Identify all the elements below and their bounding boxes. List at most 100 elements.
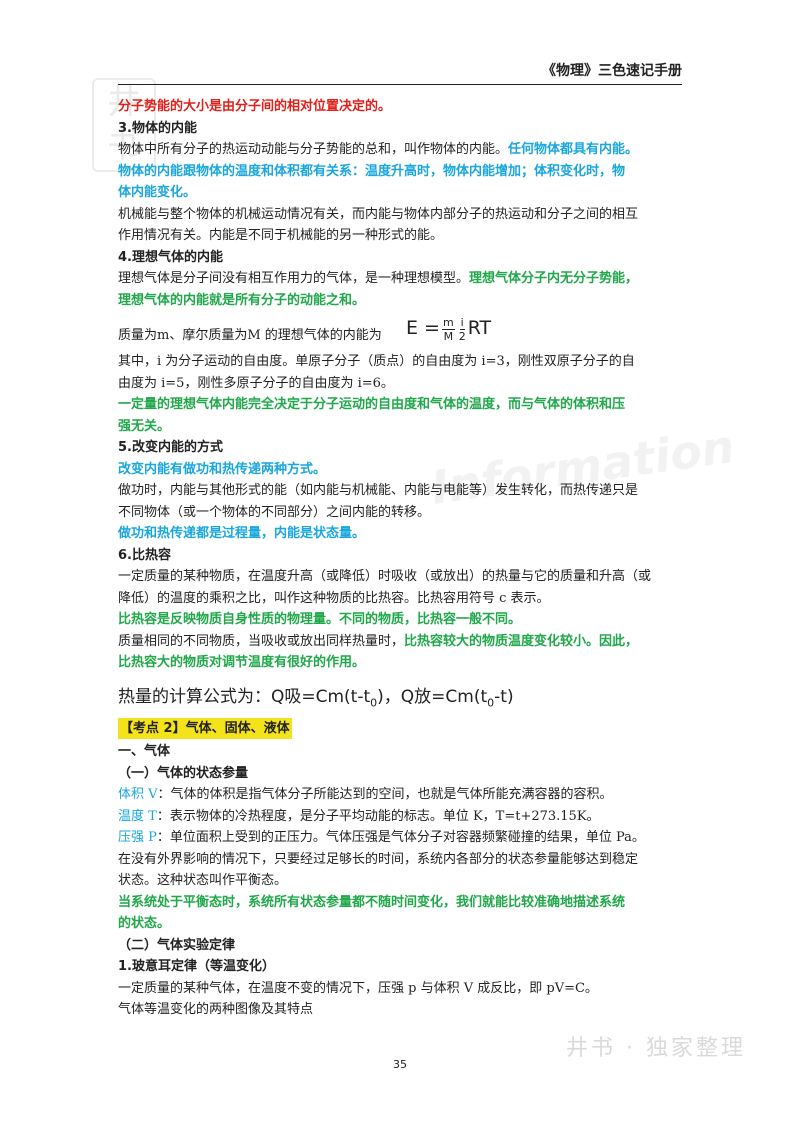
text-line: 一定质量的某种气体，在温度不变的情况下，压强 p 与体积 V 成反比，即 pV=… — [118, 978, 686, 1000]
text-line: 改变内能有做功和热传递两种方式。 — [118, 459, 686, 481]
section-degrees-and-heat: 其中，i 为分子运动的自由度。单原子分子（质点）的自由度为 i=3，刚性双原子分… — [118, 351, 686, 674]
text-line: 比热容是反映物质自身性质的物理量。不同的物质，比热容一般不同。 — [118, 609, 686, 631]
text-line: 5.改变内能的方式 — [118, 437, 686, 459]
line-text: 做功和热传递都是过程量，内能是状态量。 — [118, 526, 366, 541]
text-line: 压强 P：单位面积上受到的正压力。气体压强是气体分子对容器频繁碰撞的结果，单位 … — [118, 827, 686, 849]
text-line: 温度 T：表示物体的冷热程度，是分子平均动能的标志。单位 K，T=t+273.1… — [118, 806, 686, 828]
line-text: 降低）的温度的乘积之比，叫作这种物质的比热容。比热容用符号 c 表示。 — [118, 590, 550, 606]
line-text: 由度为 i=5，刚性多原子分子的自由度为 i=6。 — [118, 375, 394, 391]
fraction-numerator: m — [441, 315, 455, 330]
line-text: 其中，i 为分子运动的自由度。单原子分子（质点）的自由度为 i=3，刚性双原子分… — [118, 354, 635, 369]
text-line: 当系统处于平衡态时，系统所有状态参量都不随时间变化，我们就能比较准确地描述系统 — [118, 892, 686, 914]
line-text: 状态。这种状态叫作平衡态。 — [118, 873, 288, 888]
text-line: 一定量的理想气体内能完全决定于分子运动的自由度和气体的温度，而与气体的体积和压 — [118, 394, 686, 416]
line-text: ：单位面积上受到的正压力。气体压强是气体分子对容器频繁碰撞的结果，单位 Pa。 — [156, 830, 645, 845]
watermark-stamp: 井书 — [92, 78, 156, 172]
fraction-denominator: 2 — [458, 329, 466, 343]
text-line: 4.理想气体的内能 — [118, 247, 686, 269]
line-text: 3.物体的内能 — [118, 120, 197, 136]
line-text: 改变内能有做功和热传递两种方式。 — [118, 461, 327, 477]
line-text: 比热容是反映物质自身性质的物理量。不同的物质，比热容一般不同。 — [118, 612, 522, 627]
header-title: 《物理》三色速记手册 — [542, 63, 682, 79]
internal-energy-formula-row: 质量为m、摩尔质量为M 的理想气体的内能为 E = m M i 2 RT — [118, 311, 686, 351]
internal-energy-formula: E = m M i 2 RT — [406, 311, 491, 347]
line-text: （一）气体的状态参量 — [118, 765, 249, 781]
fraction-numerator: i — [459, 315, 465, 330]
line-text: 比热容大的物质对调节温度有很好的作用。 — [118, 655, 366, 670]
page-header: 《物理》三色速记手册 — [118, 60, 682, 85]
text-line: 做功和热传递都是过程量，内能是状态量。 — [118, 523, 686, 545]
highlight-text: 理想气体分子内无分子势能， — [469, 271, 639, 286]
formula-rhs: RT — [467, 317, 492, 340]
line-text: 一、气体 — [118, 744, 171, 759]
text-line: 一、气体 — [118, 741, 686, 763]
highlight-text: 任何物体都具有内能。 — [508, 142, 639, 157]
section-gas: 一、气体 （一）气体的状态参量体积 V：气体的体积是指气体分子所能达到的空间，也就… — [118, 741, 686, 1021]
line-text: 6.比热容 — [118, 547, 171, 563]
line-text: 5.改变内能的方式 — [118, 440, 223, 455]
line-text: 的状态。 — [118, 916, 171, 931]
text-line: 3.物体的内能 — [118, 118, 686, 140]
heat-formula-part: -t) — [494, 686, 514, 707]
text-line: （二）气体实验定律 — [118, 935, 686, 957]
text-line: 理想气体的内能就是所有分子的动能之和。 — [118, 290, 686, 312]
text-line: 由度为 i=5，刚性多原子分子的自由度为 i=6。 — [118, 373, 686, 395]
page-number: 35 — [393, 1058, 407, 1071]
text-line: 状态。这种状态叫作平衡态。 — [118, 870, 686, 892]
heat-formula-subscript: 0 — [487, 695, 495, 709]
fraction-i-over-2: i 2 — [459, 316, 466, 343]
text-line: 理想气体是分子间没有相互作用力的气体，是一种理想模型。理想气体分子内无分子势能， — [118, 268, 686, 290]
text-line: 比热容大的物质对调节温度有很好的作用。 — [118, 652, 686, 674]
term-label: 压强 P — [118, 830, 157, 845]
line-text: 1.玻意耳定律（等温变化） — [118, 959, 275, 974]
heat-formula-part: 热量的计算公式为：Q吸=Cm(t-t — [118, 686, 371, 707]
line-text: 气体等温变化的两种图像及其特点 — [118, 1002, 314, 1017]
text-line: 机械能与整个物体的机械运动情况有关，而内能与物体内部分子的热运动和分子之间的相互 — [118, 204, 686, 226]
text-line: 在没有外界影响的情况下，只要经过足够长的时间，系统内各部分的状态参量能够达到稳定 — [118, 849, 686, 871]
text-line: 其中，i 为分子运动的自由度。单原子分子（质点）的自由度为 i=3，刚性双原子分… — [118, 351, 686, 373]
heat-formula: 热量的计算公式为：Q吸=Cm(t-t0)，Q放=Cm(t0-t) — [118, 682, 686, 712]
highlight-text: 比热容较大的物质温度变化较小。因此， — [404, 633, 639, 649]
text-line: 的状态。 — [118, 913, 686, 935]
line-text: ：气体的体积是指气体分子所能达到的空间，也就是气体所能充满容器的容积。 — [157, 787, 613, 802]
text-line: 质量相同的不同物质，当吸收或放出同样热量时，比热容较大的物质温度变化较小。因此， — [118, 631, 686, 653]
line-text: 强无关。 — [118, 418, 171, 434]
text-line: 物体中所有分子的热运动动能与分子势能的总和，叫作物体的内能。任何物体都具有内能。 — [118, 139, 686, 161]
text-line: （一）气体的状态参量 — [118, 763, 686, 785]
text-line: 不同物体（或一个物体的不同部分）之间内能的转移。 — [118, 502, 686, 524]
line-text: 一定质量的某种物质，在温度升高（或降低）时吸收（或放出）的热量与它的质量和升高（… — [118, 569, 652, 584]
watermark-bottom: 井书 · 独家整理 — [566, 1036, 746, 1061]
line-text: ：表示物体的冷热程度，是分子平均动能的标志。单位 K，T=t+273.15K。 — [156, 808, 600, 824]
text-line: 6.比热容 — [118, 545, 686, 567]
term-label: 体积 V — [118, 787, 158, 802]
line-text: 分子势能的大小是由分子间的相对位置决定的。 — [118, 99, 392, 114]
line-text: 4.理想气体的内能 — [118, 249, 223, 265]
text-line: 分子势能的大小是由分子间的相对位置决定的。 — [118, 96, 686, 118]
line-text: 理想气体的内能就是所有分子的动能之和。 — [118, 292, 366, 308]
text-line: 物体的内能跟物体的温度和体积都有关系：温度升高时，物体内能增加；体积变化时，物 — [118, 161, 686, 183]
page-content: 分子势能的大小是由分子间的相对位置决定的。 3.物体的内能物体中所有分子的热运动动… — [118, 96, 686, 1021]
fraction-m-over-M: m M — [441, 315, 455, 343]
line-text: 一定质量的某种气体，在温度不变的情况下，压强 p 与体积 V 成反比，即 pV=… — [118, 980, 598, 996]
line-text: 体内能变化。 — [118, 185, 197, 200]
line-text: 做功时，内能与其他形式的能（如内能与机械能、内能与电能等）发生转化，而热传递只是 — [118, 483, 639, 498]
heat-formula-part: )，Q放=Cm(t — [377, 686, 488, 707]
line-text: 当系统处于平衡态时，系统所有状态参量都不随时间变化，我们就能比较准确地描述系统 — [118, 894, 626, 910]
line-text: 物体中所有分子的热运动动能与分子势能的总和，叫作物体的内能。 — [118, 142, 509, 157]
fraction-denominator: M — [443, 329, 454, 343]
text-line: 做功时，内能与其他形式的能（如内能与机械能、内能与电能等）发生转化，而热传递只是 — [118, 480, 686, 502]
text-line: 作用情况有关。内能是不同于机械能的另一种形式的能。 — [118, 225, 686, 247]
line-text: 物体的内能跟物体的温度和体积都有关系：温度升高时，物体内能增加；体积变化时，物 — [118, 163, 626, 179]
heat-formula-subscript: 0 — [370, 695, 378, 709]
line-text: 质量相同的不同物质，当吸收或放出同样热量时， — [118, 633, 405, 649]
line-text: 在没有外界影响的情况下，只要经过足够长的时间，系统内各部分的状态参量能够达到稳定 — [118, 851, 639, 867]
line-text: （二）气体实验定律 — [118, 937, 236, 953]
line-text: 一定量的理想气体内能完全决定于分子运动的自由度和气体的温度，而与气体的体积和压 — [118, 397, 626, 412]
formula-intro: 质量为m、摩尔质量为M 的理想气体的内能为 — [118, 328, 382, 343]
text-line: 强无关。 — [118, 416, 686, 438]
topic-row: 【考点 2】气体、固体、液体 — [118, 717, 686, 739]
section-internal-energy: 分子势能的大小是由分子间的相对位置决定的。 3.物体的内能物体中所有分子的热运动动… — [118, 96, 686, 311]
line-text: 理想气体是分子间没有相互作用力的气体，是一种理想模型。 — [118, 271, 470, 286]
topic-badge: 【考点 2】气体、固体、液体 — [118, 717, 292, 739]
text-line: 1.玻意耳定律（等温变化） — [118, 956, 686, 978]
